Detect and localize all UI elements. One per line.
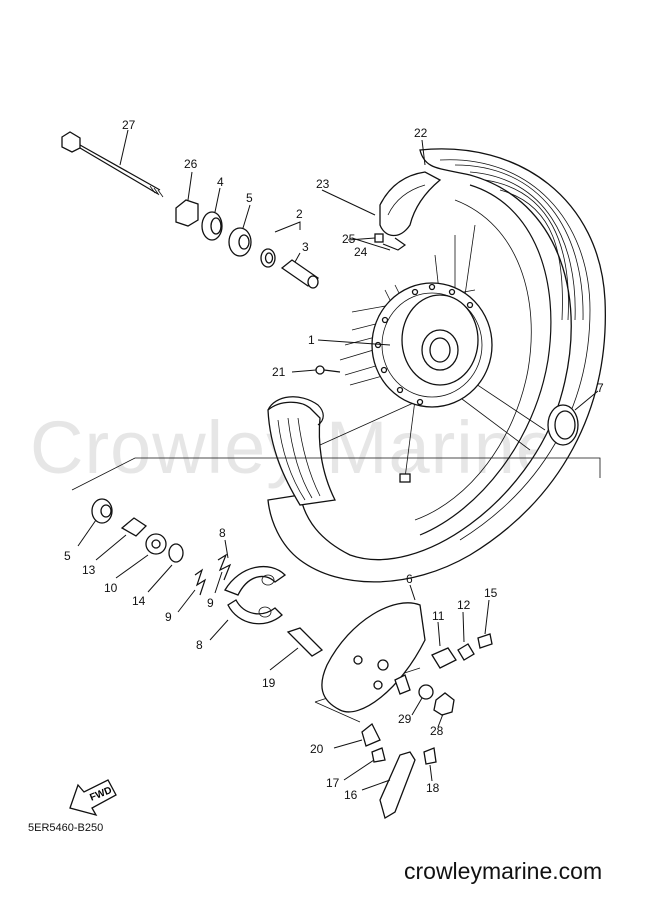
tire-and-rim bbox=[267, 148, 606, 583]
part-number-9-right[interactable]: 9 bbox=[207, 596, 214, 610]
part-number-2[interactable]: 2 bbox=[296, 207, 303, 221]
part-number-28[interactable]: 28 bbox=[430, 724, 444, 738]
part-number-9-left[interactable]: 9 bbox=[165, 610, 172, 624]
part-number-25[interactable]: 25 bbox=[342, 232, 356, 246]
hub-and-spokes bbox=[319, 224, 546, 483]
oil-seal bbox=[547, 404, 579, 446]
part-number-3[interactable]: 3 bbox=[302, 240, 309, 254]
part-number-4[interactable]: 4 bbox=[217, 175, 224, 189]
part-number-14[interactable]: 14 bbox=[132, 594, 146, 608]
part-number-13[interactable]: 13 bbox=[82, 563, 96, 577]
part-number-7[interactable]: 7 bbox=[597, 381, 604, 395]
part-number-8-upper[interactable]: 8 bbox=[219, 526, 226, 540]
part-number-1[interactable]: 1 bbox=[308, 333, 315, 347]
part-number-10[interactable]: 10 bbox=[104, 581, 118, 595]
part-number-26[interactable]: 26 bbox=[184, 157, 198, 171]
leader-lines bbox=[77, 129, 599, 791]
site-url-link[interactable]: crowleymarine.com bbox=[404, 858, 603, 884]
part-number-16[interactable]: 16 bbox=[344, 788, 358, 802]
part-number-5-lower[interactable]: 5 bbox=[64, 549, 71, 563]
part-number-23[interactable]: 23 bbox=[316, 177, 330, 191]
part-number-18[interactable]: 18 bbox=[426, 781, 440, 795]
part-number-19[interactable]: 19 bbox=[262, 676, 276, 690]
diagram-code: 5ER5460-B250 bbox=[28, 822, 104, 834]
inner-tube bbox=[374, 171, 442, 251]
part-number-5-upper[interactable]: 5 bbox=[246, 191, 253, 205]
part-number-11[interactable]: 11 bbox=[432, 609, 445, 623]
part-number-12[interactable]: 12 bbox=[457, 598, 471, 612]
axle-assembly bbox=[61, 131, 341, 375]
part-number-22[interactable]: 22 bbox=[414, 126, 428, 140]
part-number-24[interactable]: 24 bbox=[354, 245, 368, 259]
part-number-20[interactable]: 20 bbox=[310, 742, 324, 756]
part-number-17[interactable]: 17 bbox=[326, 776, 340, 790]
part-number-29[interactable]: 29 bbox=[398, 712, 412, 726]
brake-parts bbox=[91, 498, 493, 819]
part-number-15[interactable]: 15 bbox=[484, 586, 498, 600]
fwd-direction-arrow: FWD bbox=[69, 779, 117, 817]
part-number-27[interactable]: 27 bbox=[122, 118, 136, 132]
part-number-8-lower[interactable]: 8 bbox=[196, 638, 203, 652]
part-number-21[interactable]: 21 bbox=[272, 365, 286, 379]
part-number-6[interactable]: 6 bbox=[406, 572, 413, 586]
part-number-labels: 27 26 4 5 2 3 22 23 25 24 1 21 7 5 13 10… bbox=[64, 118, 604, 802]
